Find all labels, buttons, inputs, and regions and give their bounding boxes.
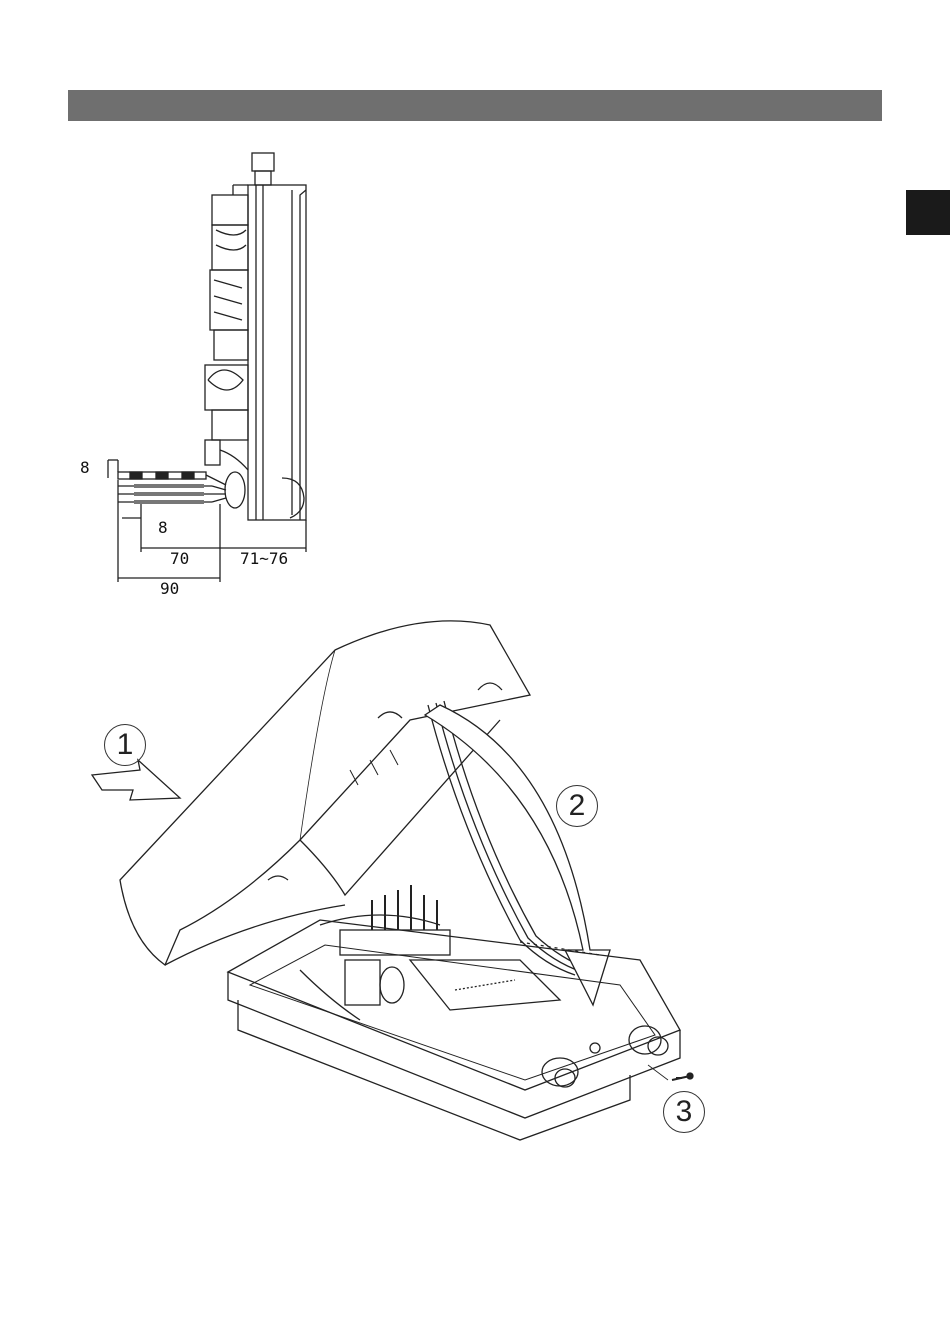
dimension-label-top-depth: 8 <box>80 460 90 476</box>
dimension-label-wall-gap: 71~76 <box>240 551 288 567</box>
step-1-label: 1 <box>104 724 146 766</box>
side-view-drawing <box>108 153 306 582</box>
dimension-label-strip-length: 70 <box>170 551 189 567</box>
step-3-label: 3 <box>663 1091 705 1133</box>
dimension-label-inner-depth: 8 <box>158 520 168 536</box>
step-2-label: 2 <box>556 785 598 827</box>
dimension-label-total-length: 90 <box>160 581 179 597</box>
perspective-view-drawing <box>92 621 693 1140</box>
